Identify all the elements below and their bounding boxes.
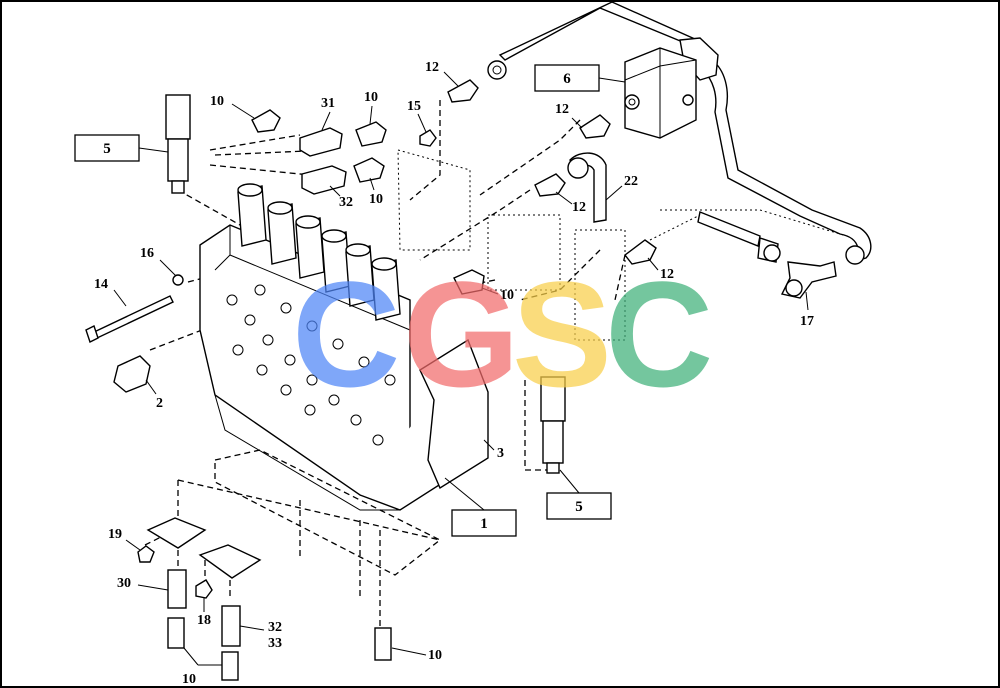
sensor-5-left — [165, 94, 191, 194]
callout-19: 19 — [108, 527, 122, 542]
box-label-6: 6 — [534, 64, 626, 92]
callout-12-b: 12 — [555, 102, 569, 117]
callout-10-a: 10 — [210, 94, 224, 109]
callout-30: 30 — [117, 576, 131, 591]
box-label-1: 1 — [444, 477, 517, 537]
watermark-letter-g: G — [403, 250, 520, 418]
box-label-5-right: 5 — [546, 469, 612, 520]
callout-16: 16 — [140, 246, 154, 261]
callout-14: 14 — [94, 277, 108, 292]
callout-32-b: 32 — [268, 620, 282, 635]
callout-10-e: 10 — [182, 672, 196, 687]
cgsc-watermark: C G S C — [292, 250, 713, 418]
callout-10-c: 10 — [369, 192, 383, 207]
callout-15: 15 — [407, 99, 421, 114]
callout-12-d: 12 — [660, 267, 674, 282]
callout-10-b: 10 — [364, 90, 378, 105]
callout-1: 1 — [480, 516, 488, 532]
callout-12-a: 12 — [425, 60, 439, 75]
watermark-letter-s: S — [512, 250, 612, 418]
valve-body — [199, 183, 489, 511]
callout-10-f: 10 — [428, 648, 442, 663]
callout-31: 31 — [321, 96, 335, 111]
callout-10-d: 10 — [500, 288, 514, 303]
watermark-letter-c2: C — [605, 250, 713, 418]
tube-assembly — [487, 1, 872, 299]
callout-18: 18 — [197, 613, 211, 628]
fittings — [85, 79, 657, 681]
callout-12-c: 12 — [572, 200, 586, 215]
box-label-5-left: 5 — [74, 134, 169, 162]
callout-6: 6 — [563, 71, 571, 87]
callout-5-right: 5 — [575, 499, 583, 515]
watermark-letter-c1: C — [292, 250, 400, 418]
callout-17: 17 — [800, 314, 814, 329]
callouts: 10 31 10 15 12 12 12 22 12 17 10 32 10 1… — [94, 60, 814, 687]
callout-2: 2 — [156, 396, 163, 411]
callout-22: 22 — [624, 174, 638, 189]
callout-32-a: 32 — [339, 195, 353, 210]
callout-33: 33 — [268, 636, 282, 651]
callout-5-left: 5 — [103, 141, 111, 157]
gasket-plate — [146, 449, 442, 579]
callout-3: 3 — [497, 446, 504, 461]
sensor-5-right — [540, 376, 566, 474]
